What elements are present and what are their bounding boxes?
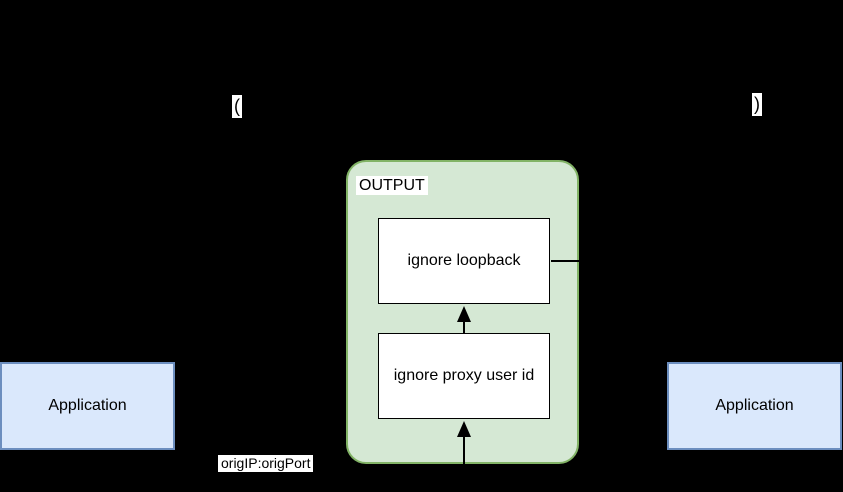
output-chain-title: OUTPUT [356, 176, 428, 195]
rule-ignore-proxy-user-id: ignore proxy user id [378, 333, 550, 419]
connector-proxy-to-loopback [463, 318, 465, 334]
arrowhead-up-icon [457, 306, 471, 322]
label-fragment-right-paren: ) [752, 93, 762, 116]
application-node-left: Application [0, 362, 175, 450]
arrowhead-up-icon [457, 421, 471, 437]
arrowhead-down-icon [747, 347, 761, 363]
rule-label: ignore proxy user id [393, 367, 535, 384]
connector-loopback-to-right-app [551, 260, 755, 262]
connector-incoming-bottom [463, 434, 465, 492]
edge-label-origip-origport: origIP:origPort [218, 455, 314, 472]
connector-right-vertical [753, 260, 755, 348]
application-label: Application [48, 397, 127, 414]
rule-ignore-loopback: ignore loopback [378, 218, 550, 304]
application-label: Application [715, 397, 794, 414]
rule-label: ignore loopback [407, 252, 521, 269]
application-node-right: Application [667, 362, 842, 450]
label-fragment-left-paren: ( [232, 95, 242, 118]
